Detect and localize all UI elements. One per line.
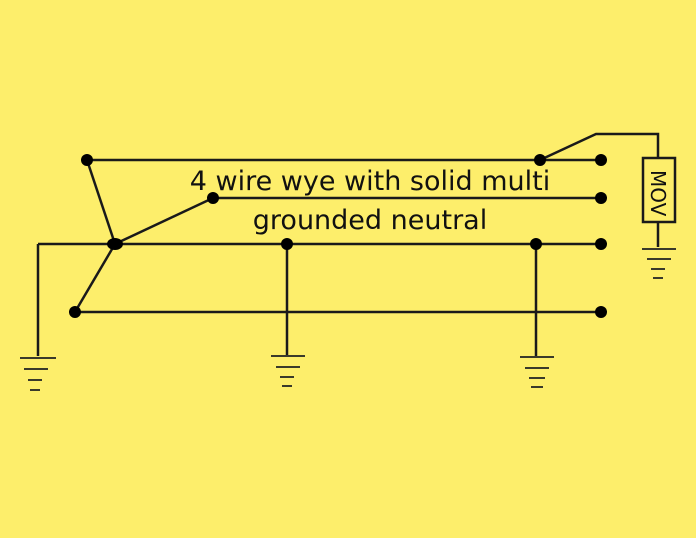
junction-dot [81,154,93,166]
junction-dot [530,238,542,250]
winding-c [73,243,117,313]
terminal-dot [595,238,607,250]
diagram-title-line-2: grounded neutral [253,205,487,236]
ground-icon [20,357,56,391]
winding-a [85,159,117,245]
terminal-dot [595,154,607,166]
ground-icon [520,356,554,388]
junction-dot [207,192,219,204]
junction-dot [69,306,81,318]
terminal-dot [595,192,607,204]
diagram-title-line-1: 4 wire wye with solid multi [190,166,550,197]
junction-dot [281,238,293,250]
terminal-dot [595,306,607,318]
mov-label: MOV [646,170,670,217]
winding-b [114,196,214,246]
neutral-point-dot [107,238,123,250]
mov-lead-top [539,132,660,162]
ground-icon [271,355,305,387]
junction-dot [534,154,546,166]
ground-icon [642,248,676,279]
